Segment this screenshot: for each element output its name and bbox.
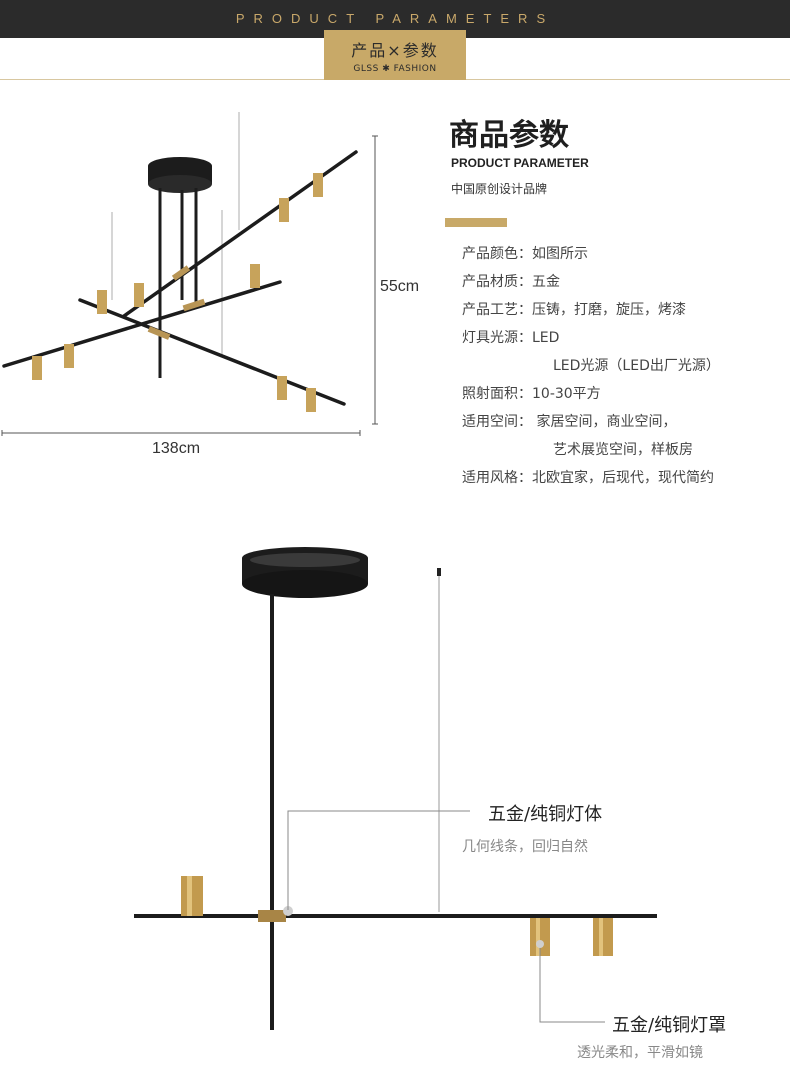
brass-joints [147, 265, 206, 340]
spec-key: 照射面积： [462, 386, 532, 402]
header-tab: 产品×参数 GLSS ✱ FASHION [324, 30, 466, 80]
spec-value: 10-30平方 [532, 386, 601, 402]
spec-value: 五金 [532, 274, 560, 290]
dimension-lines [1, 135, 378, 436]
spec-key: 产品工艺： [462, 302, 532, 318]
spec-value: 压铸，打磨，旋压，烤漆 [532, 302, 686, 318]
spec-row-material: 产品材质：五金 [462, 271, 560, 291]
spec-row-light-source: 灯具光源：LED [462, 327, 559, 347]
spec-row-space-cont: 艺术展览空间，样板房 [553, 442, 693, 458]
height-dimension-label: 55cm [380, 278, 420, 295]
spec-value: 家居空间，商业空间， [532, 414, 677, 430]
hanging-wires [111, 112, 240, 355]
spec-key: 适用风格： [462, 470, 532, 486]
spec-key: 产品颜色： [462, 246, 532, 262]
callout-shade-subtitle: 透光柔和，平滑如镜 [577, 1045, 703, 1061]
spec-heading: 商品参数 [449, 118, 569, 153]
spec-value: LED [532, 330, 560, 346]
suspension-rods [158, 188, 198, 378]
header-tab-cn: 产品×参数 [351, 41, 439, 60]
top-canopy [148, 157, 212, 193]
header-tab-en: GLSS ✱ FASHION [353, 64, 437, 74]
width-dimension-label: 138cm [152, 440, 201, 457]
callout-shade-title: 五金/纯铜灯罩 [612, 1015, 727, 1036]
spec-subheading: PRODUCT PARAMETER [451, 156, 589, 170]
spec-value: 如图所示 [532, 246, 588, 262]
callout-lines [287, 810, 605, 1023]
callout-body-subtitle: 几何线条，回归自然 [462, 839, 588, 855]
spec-row-area: 照射面积：10-30平方 [462, 383, 601, 403]
spec-row-process: 产品工艺：压铸，打磨，旋压，烤漆 [462, 299, 686, 319]
small-lamp-shades [32, 173, 323, 412]
spec-brand-line: 中国原创设计品牌 [451, 182, 548, 196]
spec-value: 北欧宜家，后现代，现代简约 [532, 470, 714, 486]
callout-body-title: 五金/纯铜灯体 [488, 804, 603, 825]
spec-key: 产品材质： [462, 274, 532, 290]
spec-row-light-source-cont: LED光源（LED出厂光源） [553, 358, 720, 374]
spec-row-color: 产品颜色：如图所示 [462, 243, 588, 263]
spec-key: 适用空间： [462, 414, 532, 430]
spec-key: 灯具光源： [462, 330, 532, 346]
spec-row-style: 适用风格：北欧宜家，后现代，现代简约 [462, 467, 714, 487]
spec-row-space: 适用空间： 家居空间，商业空间， [462, 411, 676, 431]
detail-illustration [134, 547, 657, 1030]
header-title: PRODUCT PARAMETERS [235, 11, 555, 26]
spec-accent-bar [445, 218, 507, 227]
